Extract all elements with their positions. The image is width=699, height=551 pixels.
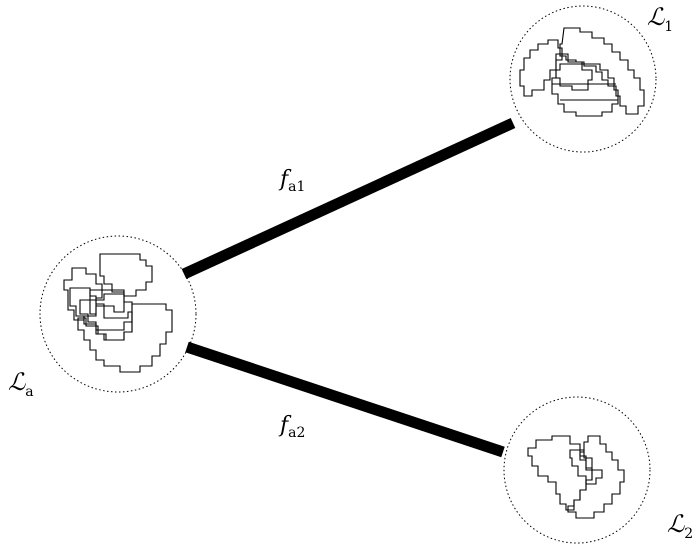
node-2-shapes bbox=[527, 435, 625, 519]
blob-shape bbox=[69, 287, 133, 341]
blob-shape bbox=[77, 303, 173, 373]
blob-shape bbox=[555, 53, 593, 91]
edge-label-a1: fa1 bbox=[278, 167, 305, 195]
blob-shape bbox=[569, 449, 603, 485]
edge-a-1 bbox=[181, 118, 516, 279]
node-label-2: ℒ2 bbox=[667, 510, 693, 542]
blob-shape bbox=[559, 27, 645, 115]
edge-label-a2: fa2 bbox=[278, 413, 305, 441]
blob-shape bbox=[79, 293, 133, 331]
node-circle-2 bbox=[503, 396, 651, 544]
blob-shape bbox=[527, 435, 593, 511]
node-1-shapes bbox=[519, 27, 645, 117]
node-label-1: ℒ1 bbox=[647, 3, 673, 35]
blob-shape bbox=[99, 253, 153, 297]
node-circle-1 bbox=[509, 5, 657, 153]
blob-shape bbox=[551, 63, 619, 117]
blob-shape bbox=[519, 39, 563, 97]
node-a-shapes bbox=[63, 253, 173, 373]
blob-shape bbox=[567, 435, 625, 519]
edge-a-2 bbox=[185, 341, 505, 458]
blob-shape bbox=[89, 289, 125, 315]
node-circle-a bbox=[39, 235, 197, 393]
node-label-a: ℒa bbox=[8, 368, 34, 400]
